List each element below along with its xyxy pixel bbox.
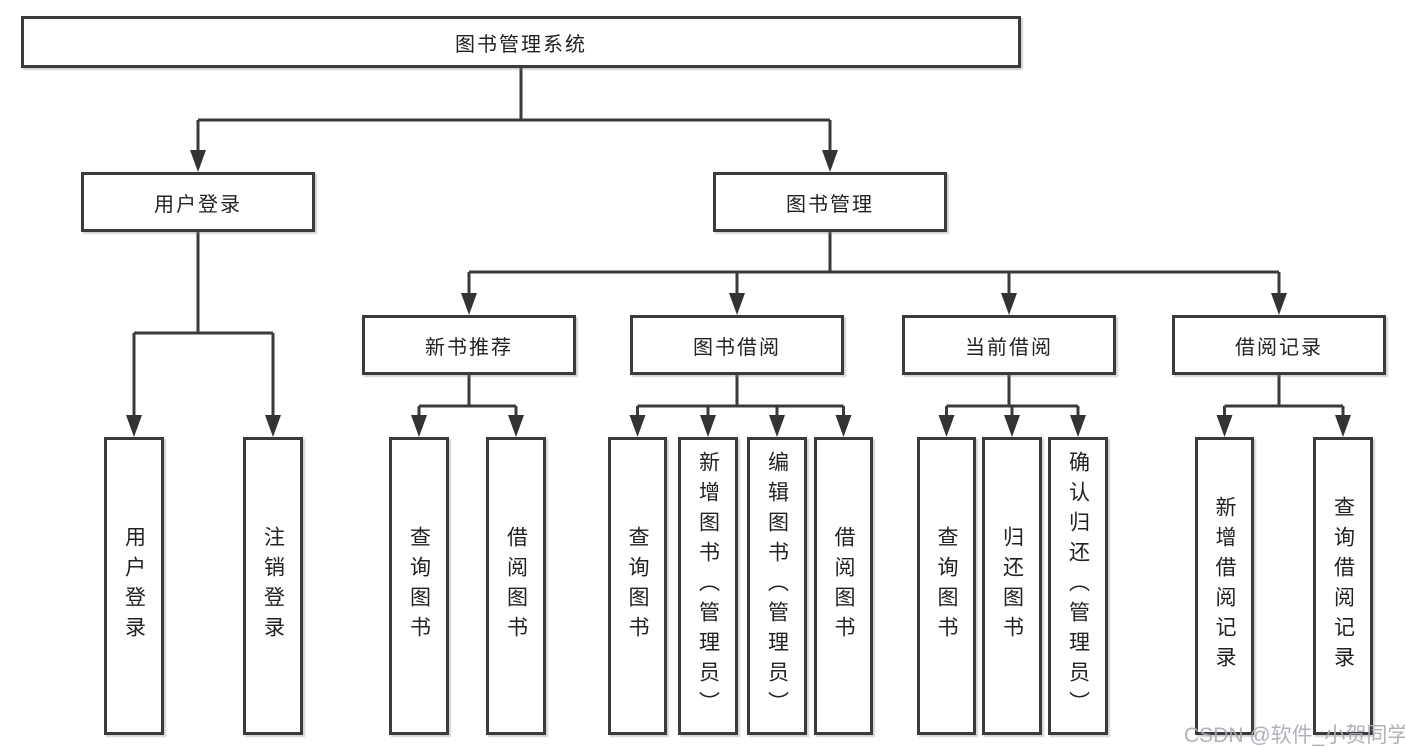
node-label: 新增借阅记录: [1213, 496, 1236, 676]
connector-user-login: [126, 232, 281, 437]
leaf-query-books-borrow: 查询图书: [608, 437, 667, 735]
connector-book-borrow: [629, 375, 852, 437]
node-book-management: 图书管理: [713, 172, 947, 232]
leaf-edit-book-admin: 编辑图书（管理员）: [747, 437, 807, 735]
arrowhead-icon: [265, 415, 281, 437]
leaf-return-book: 归还图书: [982, 437, 1042, 735]
node-label: 图书借阅: [693, 336, 781, 359]
leaf-user-login: 用户登录: [104, 437, 164, 735]
arrowhead-icon: [835, 415, 852, 437]
node-label: 用户登录: [122, 526, 146, 646]
leaf-borrow-books-recommend: 借阅图书: [486, 437, 546, 735]
node-label: 图书管理系统: [455, 33, 587, 56]
arrowhead-icon: [508, 415, 524, 437]
leaf-query-borrow-record: 查询借阅记录: [1313, 437, 1373, 735]
leaf-borrow-books: 借阅图书: [814, 437, 873, 735]
node-label: 借阅图书: [504, 526, 528, 646]
arrowhead-icon: [822, 150, 838, 172]
arrowhead-icon: [461, 293, 477, 315]
arrowhead-icon: [700, 415, 716, 437]
arrowhead-icon: [938, 415, 955, 437]
arrowhead-icon: [411, 415, 427, 437]
node-label: 查询图书: [626, 526, 649, 646]
node-label: 编辑图书（管理员）: [765, 451, 789, 721]
leaf-add-borrow-record: 新增借阅记录: [1195, 437, 1254, 735]
node-label: 查询图书: [407, 526, 431, 646]
arrowhead-icon: [1070, 415, 1086, 437]
node-label: 查询图书: [935, 526, 958, 646]
node-label: 新书推荐: [425, 336, 513, 359]
node-label: 确认归还（管理员）: [1066, 451, 1090, 721]
connector-borrow-records: [1216, 375, 1351, 437]
node-user-login: 用户登录: [81, 172, 315, 232]
arrowhead-icon: [1335, 415, 1351, 437]
arrowhead-icon: [1001, 293, 1017, 315]
node-label: 用户登录: [154, 193, 242, 216]
leaf-query-books-recommend: 查询图书: [389, 437, 449, 735]
node-label: 归还图书: [1000, 526, 1024, 646]
leaf-confirm-return-admin: 确认归还（管理员）: [1048, 437, 1108, 735]
leaf-logout: 注销登录: [243, 437, 303, 735]
node-label: 新增图书（管理员）: [696, 451, 720, 721]
arrowhead-icon: [1216, 415, 1233, 437]
node-label: 借阅记录: [1235, 336, 1323, 359]
connector-current-borrow: [938, 375, 1086, 437]
node-borrow-records: 借阅记录: [1172, 315, 1386, 375]
arrowhead-icon: [126, 415, 142, 437]
arrowhead-icon: [1004, 415, 1020, 437]
node-book-borrow: 图书借阅: [630, 315, 844, 375]
node-label: 查询借阅记录: [1331, 496, 1355, 676]
node-label: 借阅图书: [832, 526, 855, 646]
node-label: 图书管理: [786, 193, 874, 216]
leaf-query-books-current: 查询图书: [917, 437, 976, 735]
node-label: 注销登录: [261, 526, 285, 646]
arrowhead-icon: [190, 150, 206, 172]
node-current-borrow: 当前借阅: [902, 315, 1116, 375]
watermark: CSDN @软件_小贺同学: [1184, 724, 1405, 747]
leaf-add-book-admin: 新增图书（管理员）: [678, 437, 738, 735]
connector-new-book-recommend: [411, 375, 524, 437]
node-label: 当前借阅: [965, 336, 1053, 359]
arrowhead-icon: [629, 415, 646, 437]
arrowhead-icon: [729, 293, 745, 315]
node-new-book-recommend: 新书推荐: [362, 315, 576, 375]
arrowhead-icon: [769, 415, 785, 437]
connector-root: [190, 68, 838, 172]
connector-book-management: [461, 232, 1287, 315]
arrowhead-icon: [1271, 293, 1287, 315]
node-library-system: 图书管理系统: [21, 16, 1021, 68]
